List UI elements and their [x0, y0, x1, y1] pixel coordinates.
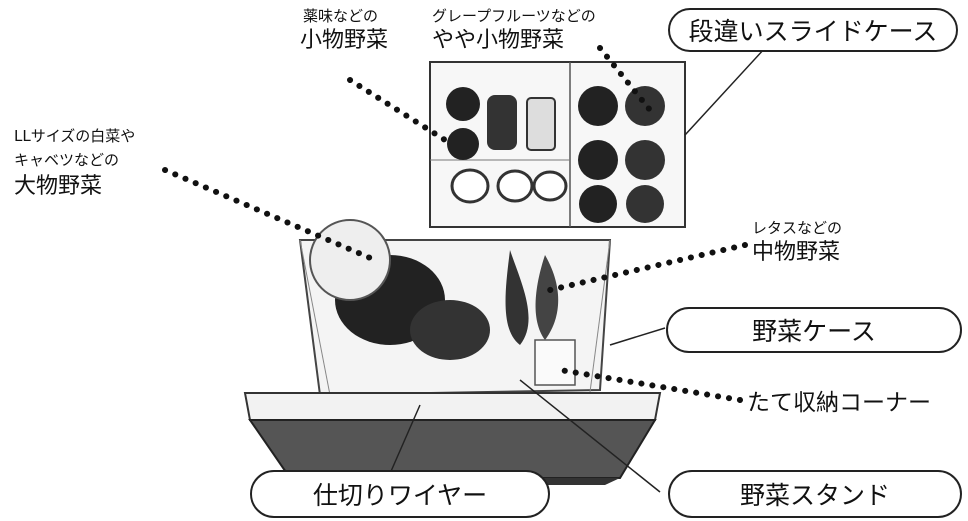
leader-veg-case	[609, 327, 666, 346]
dotted-leaders	[162, 45, 748, 403]
vegetable-stand-label: 野菜スタンド	[668, 470, 962, 518]
medium-items-line1: レタスなどの	[752, 219, 843, 237]
small-items-line1: 薬味などの	[303, 7, 379, 25]
medium-small-line2: やや小物野菜	[432, 28, 565, 53]
leader-medium-items	[547, 242, 748, 293]
medium-small-line1: グレープフルーツなどの	[432, 7, 596, 25]
vegetable-case-label: 野菜ケース	[666, 307, 962, 353]
medium-items-line2: 中物野菜	[752, 240, 841, 265]
large-items-line2: キャベツなどの	[14, 151, 120, 169]
vegetable-case	[298, 219, 612, 397]
leader-small-items	[347, 77, 448, 143]
leader-veg-stand	[519, 379, 661, 493]
leader-vertical-corner	[557, 367, 743, 403]
leader-large-items	[162, 167, 378, 263]
large-items-line3: 大物野菜	[14, 174, 103, 199]
step-slide-case	[429, 61, 686, 228]
vertical-corner-label: たて収納コーナー	[747, 390, 931, 416]
small-items-line2: 小物野菜	[300, 28, 389, 53]
leader-step-case	[684, 47, 766, 136]
large-items-line1: LLサイズの白菜や	[14, 127, 136, 145]
step-slide-case-label: 段違いスライドケース	[668, 8, 958, 52]
divider-wire-label: 仕切りワイヤー	[250, 470, 550, 518]
leader-medium-small	[597, 45, 653, 113]
